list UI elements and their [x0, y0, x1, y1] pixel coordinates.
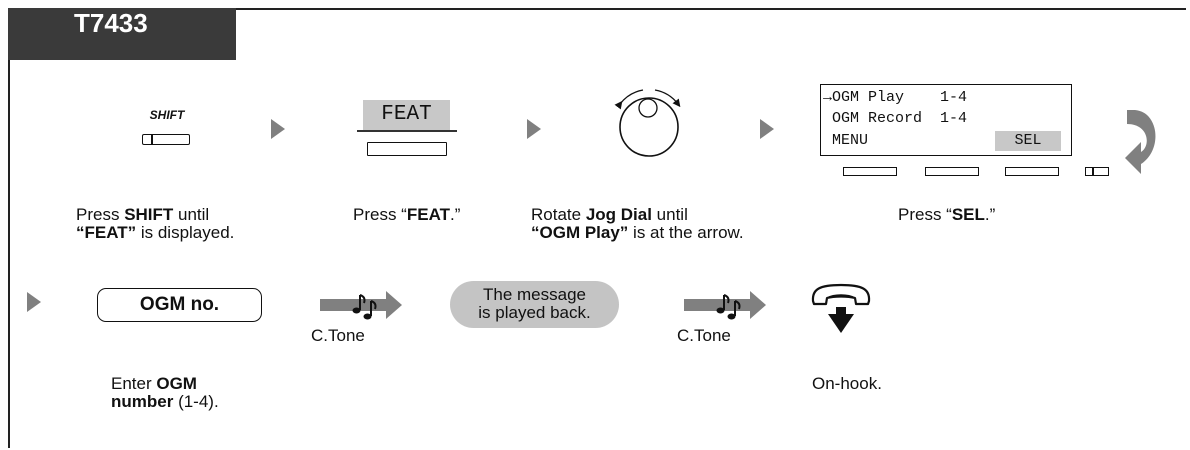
- lcd-line-1: →OGM Play 1-4: [823, 89, 968, 106]
- ogm-number-button[interactable]: OGM no.: [97, 288, 262, 322]
- message-bubble: The message is played back.: [450, 281, 619, 328]
- lcd-line-3-menu: MENU: [823, 132, 869, 149]
- shift-key-cap: [142, 134, 190, 145]
- step5-caption: Enter OGM number (1-4).: [111, 374, 219, 411]
- step6-caption: On-hook.: [812, 374, 882, 393]
- softkey-2[interactable]: [925, 167, 979, 176]
- flow-arrow-icon: [271, 119, 285, 139]
- softkey-small[interactable]: [1085, 167, 1109, 176]
- step3-caption: Rotate Jog Dial until “OGM Play” is at t…: [531, 205, 744, 242]
- step2-caption: Press “FEAT.”: [353, 205, 461, 224]
- softkey-1[interactable]: [843, 167, 897, 176]
- confirmation-tone-icon: [320, 291, 402, 320]
- procedure-frame: [8, 8, 1186, 448]
- lcd-line-2: OGM Record 1-4: [823, 110, 968, 127]
- continue-arrow-icon: [1125, 110, 1156, 174]
- feat-button[interactable]: [367, 142, 447, 156]
- flow-arrow-icon: [27, 292, 41, 312]
- confirmation-tone-icon: [684, 291, 766, 320]
- feat-divider: [357, 130, 457, 132]
- step1-caption: Press SHIFT until “FEAT” is displayed.: [76, 205, 235, 242]
- step4-caption: Press “SEL.”: [898, 205, 996, 224]
- shift-key[interactable]: SHIFT: [140, 108, 194, 148]
- tone1-label: C.Tone: [311, 326, 365, 345]
- feat-display-label: FEAT: [363, 100, 450, 130]
- softkey-sel[interactable]: [1005, 167, 1059, 176]
- model-tab: T7433: [8, 8, 236, 60]
- on-hook-handset-icon: [811, 283, 871, 333]
- ogm-number-label: OGM no.: [139, 294, 220, 315]
- flow-arrow-icon: [760, 119, 774, 139]
- jog-dial-icon[interactable]: [604, 82, 694, 162]
- tone2-label: C.Tone: [677, 326, 731, 345]
- flow-arrow-icon: [527, 119, 541, 139]
- lcd-display: →OGM Play 1-4 OGM Record 1-4 MENU SEL: [820, 84, 1072, 156]
- lcd-sel-softkey-label: SEL: [995, 131, 1061, 151]
- shift-key-label: SHIFT: [149, 108, 185, 122]
